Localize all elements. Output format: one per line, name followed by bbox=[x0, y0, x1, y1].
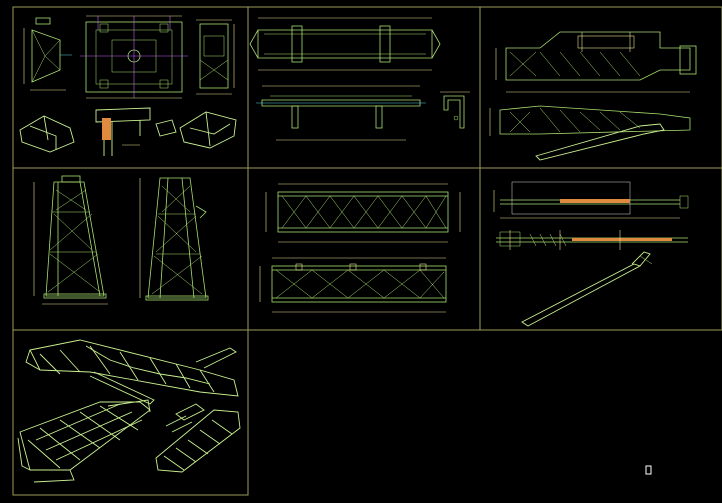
sheet-4-tower-frame bbox=[33, 175, 209, 305]
girder-lower-view bbox=[259, 257, 447, 313]
sheet-6-border[interactable] bbox=[479, 167, 722, 331]
boom-plan-view bbox=[495, 31, 697, 93]
crosshair-cursor-icon bbox=[645, 465, 652, 475]
frame-isometric-right bbox=[155, 403, 241, 473]
sheet-6-conveyor-arm bbox=[493, 181, 689, 327]
arm-isometric-view bbox=[521, 251, 653, 327]
sheet-2-beam-elevation bbox=[249, 17, 470, 141]
boom-elevation-view bbox=[489, 105, 691, 161]
sheet-1-base-details bbox=[19, 15, 237, 156]
girder-upper-view bbox=[265, 183, 461, 243]
sheet-5-lattice-girder bbox=[259, 183, 461, 313]
tower-isometric-lower bbox=[17, 399, 151, 483]
sheet-7-border[interactable] bbox=[12, 329, 249, 496]
bracket-side-view bbox=[23, 17, 72, 91]
beam-top-view bbox=[249, 17, 441, 71]
tower-side-elevation bbox=[139, 177, 209, 301]
beam-front-view bbox=[256, 85, 426, 141]
sheet-4-border[interactable] bbox=[12, 167, 249, 331]
sheet-borders bbox=[12, 6, 722, 496]
sheet-3-boom-truss bbox=[489, 31, 697, 161]
sheet-2-border[interactable] bbox=[247, 6, 481, 169]
boom-isometric-upper bbox=[25, 339, 239, 405]
arm-elevation-view bbox=[496, 230, 688, 250]
sheet-3-border[interactable] bbox=[479, 6, 722, 169]
bracket-isometric-views bbox=[19, 107, 237, 156]
base-section-view bbox=[196, 19, 235, 95]
sheet-7-isometric-views bbox=[17, 339, 241, 483]
base-plan-view bbox=[80, 15, 188, 99]
sheet-1-border[interactable] bbox=[12, 6, 249, 169]
beam-end-section bbox=[440, 91, 470, 129]
arm-plan-view bbox=[493, 181, 689, 219]
tower-front-elevation bbox=[33, 175, 108, 305]
